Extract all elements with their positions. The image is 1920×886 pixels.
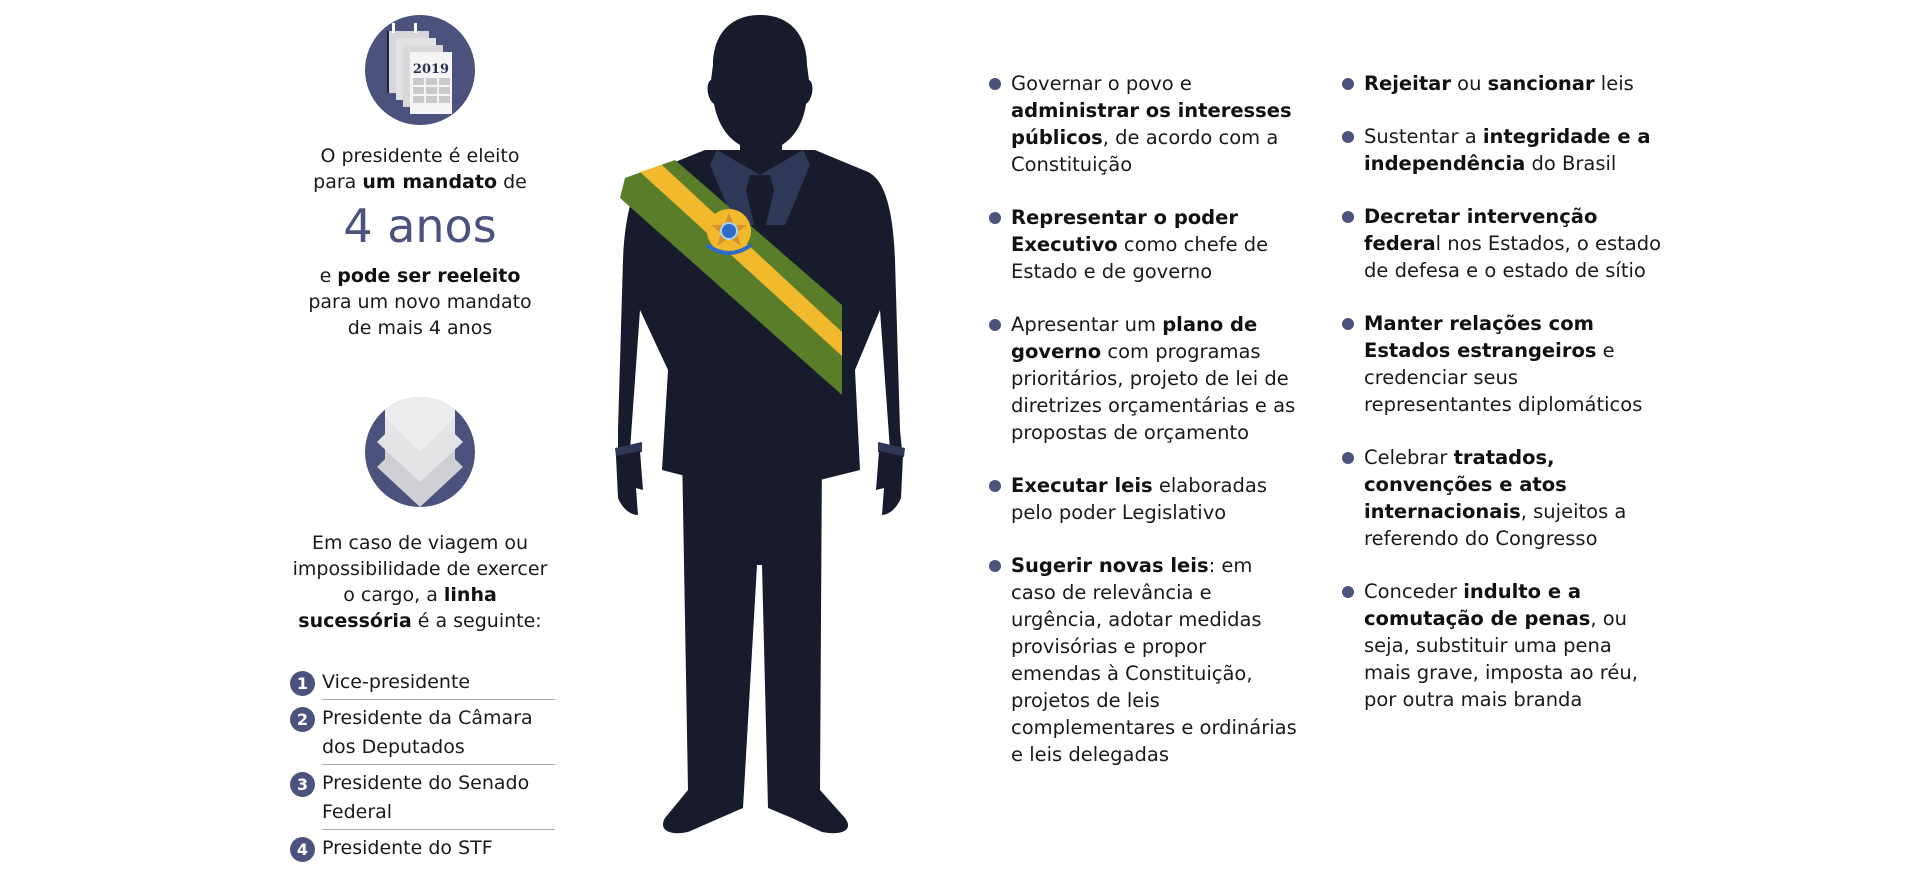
duty-item: Conceder indulto e a comutação de penas,… xyxy=(1342,578,1664,713)
tie xyxy=(746,175,774,225)
succession-item: 3 Presidente do Senado Federal xyxy=(290,769,555,830)
bullet-icon xyxy=(989,319,1001,331)
succession-arrows-icon xyxy=(365,397,475,507)
duty-item: Manter relações com Estados estrangeiros… xyxy=(1342,310,1664,418)
duty-item: Executar leis elaboradas pelo poder Legi… xyxy=(989,472,1301,526)
duties-list-middle: Governar o povo e administrar os interes… xyxy=(989,70,1301,794)
duty-item: Sugerir novas leis: em caso de relevânci… xyxy=(989,552,1301,768)
sash-yellow xyxy=(640,165,842,356)
duty-item: Rejeitar ou sancionar leis xyxy=(1342,70,1664,97)
succession-item: 4 Presidente do STF xyxy=(290,834,555,865)
bullet-icon xyxy=(1342,452,1354,464)
term-line-2: para um mandato de xyxy=(313,171,527,193)
bullet-icon xyxy=(1342,211,1354,223)
succession-item-label: Presidente da Câmara dos Deputados xyxy=(322,704,555,765)
succession-item-label: Vice-presidente xyxy=(322,668,555,700)
number-badge-icon: 1 xyxy=(290,671,315,696)
term-description: O presidente é eleito para um mandato de xyxy=(270,143,570,195)
bullet-icon xyxy=(1342,586,1354,598)
duty-item: Decretar intervenção federal nos Estados… xyxy=(1342,203,1664,284)
calendar-icon: 2019 xyxy=(365,15,475,125)
left-hand xyxy=(616,451,643,515)
duty-item: Governar o povo e administrar os interes… xyxy=(989,70,1301,178)
head-shape xyxy=(707,15,813,150)
bullet-icon xyxy=(1342,131,1354,143)
number-badge-icon: 3 xyxy=(290,772,315,797)
succession-list: 1 Vice-presidente 2 Presidente da Câmara… xyxy=(290,668,555,869)
reelection-line-3: de mais 4 anos xyxy=(347,317,493,339)
duty-item: Sustentar a integridade e a independênci… xyxy=(1342,123,1664,177)
term-line-1: O presidente é eleito xyxy=(320,145,520,167)
svg-text:2019: 2019 xyxy=(413,62,449,77)
succession-intro: Em caso de viagem ou impossibilidade de … xyxy=(270,530,570,634)
duty-item: Representar o poder Executivo como chefe… xyxy=(989,204,1301,285)
number-badge-icon: 4 xyxy=(290,837,315,862)
legs-shape xyxy=(662,450,849,834)
reelection-line-1: e pode ser reeleito xyxy=(319,265,521,287)
president-silhouette-illustration xyxy=(610,10,910,870)
bullet-icon xyxy=(989,480,1001,492)
succession-item: 1 Vice-presidente xyxy=(290,668,555,700)
duty-item: Apresentar um plano de governo com progr… xyxy=(989,311,1301,446)
right-hand xyxy=(876,451,903,515)
reelection-description: e pode ser reeleito para um novo mandato… xyxy=(270,263,570,341)
succession-intro-line-2: impossibilidade de exercer xyxy=(292,558,548,580)
bullet-icon xyxy=(1342,318,1354,330)
bullet-icon xyxy=(989,560,1001,572)
succession-intro-line-3: o cargo, a linha xyxy=(343,584,497,606)
succession-item-label: Presidente do Senado Federal xyxy=(322,769,555,830)
term-length-value: 4 anos xyxy=(343,199,497,253)
succession-intro-line-4: sucessória é a seguinte: xyxy=(298,610,542,632)
number-badge-icon: 2 xyxy=(290,707,315,732)
reelection-line-2: para um novo mandato xyxy=(308,291,532,313)
sash-green xyxy=(620,160,842,395)
bullet-icon xyxy=(1342,78,1354,90)
succession-item: 2 Presidente da Câmara dos Deputados xyxy=(290,704,555,765)
bullet-icon xyxy=(989,212,1001,224)
coat-of-arms-icon xyxy=(705,209,753,255)
succession-intro-line-1: Em caso de viagem ou xyxy=(311,532,529,554)
bullet-icon xyxy=(989,78,1001,90)
duties-list-right: Rejeitar ou sancionar leis Sustentar a i… xyxy=(1342,70,1664,739)
duty-item: Celebrar tratados, convenções e atos int… xyxy=(1342,444,1664,552)
succession-item-label: Presidente do STF xyxy=(322,837,493,859)
